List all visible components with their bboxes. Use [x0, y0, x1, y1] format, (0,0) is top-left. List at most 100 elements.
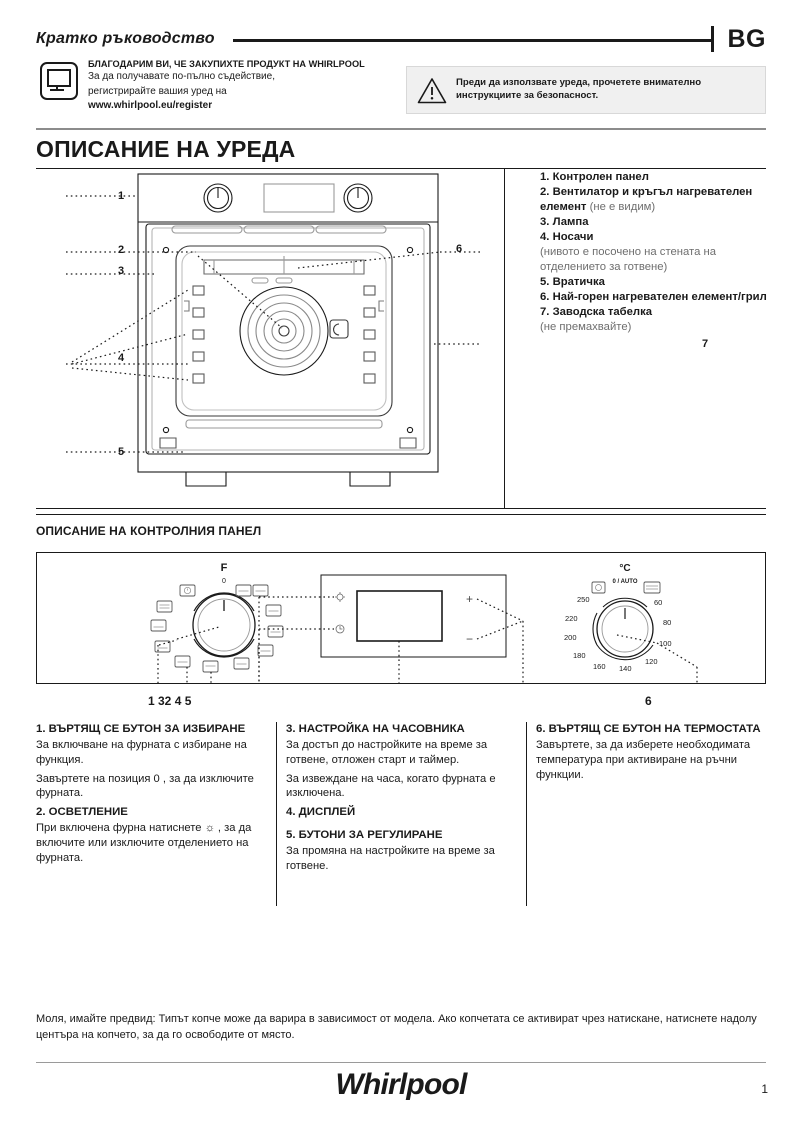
- minus-button-label: −: [466, 632, 473, 646]
- tick-160: 160: [593, 662, 606, 671]
- control-panel-diagram: F 0: [36, 552, 766, 684]
- plus-button-label: +: [466, 592, 473, 606]
- description-column-1: 1. ВЪРТЯЩ СЕ БУТОН ЗА ИЗБИРАНЕ За включв…: [36, 722, 268, 870]
- appliance-section-rule: [36, 128, 766, 130]
- svg-text:F: F: [221, 562, 228, 574]
- callout-6: 6: [456, 243, 463, 255]
- legend-item-3: 3. Лампа: [540, 215, 772, 230]
- appliance-legend: 1. Контролен панел 2. Вентилатор и кръгъ…: [540, 170, 772, 335]
- legend-note-4: (нивото е посочено на стената на отделен…: [540, 246, 717, 274]
- tick-100: 100: [659, 639, 672, 648]
- legend-num-2: 2.: [540, 186, 550, 199]
- desc-3-heading: 3. НАСТРОЙКА НА ЧАСОВНИКА: [286, 723, 465, 735]
- control-panel-section-title: ОПИСАНИЕ НА КОНТРОЛНИЯ ПАНЕЛ: [36, 524, 262, 538]
- column-divider-2: [526, 722, 527, 906]
- lamp-icon: [335, 592, 345, 602]
- desc-6-body-1: Завъртете, за да изберете необходимата т…: [536, 739, 751, 781]
- tick-140: 140: [619, 664, 632, 673]
- tick-60: 60: [654, 598, 662, 607]
- thermostat-knob: °C 0 / AUTO 250: [564, 563, 698, 683]
- appliance-section-title: ОПИСАНИЕ НА УРЕДА: [36, 136, 296, 162]
- desc-5-heading: 5. БУТОНИ ЗА РЕГУЛИРАНЕ: [286, 829, 443, 842]
- desc-2-heading: 2. ОСВЕТЛЕНИЕ: [36, 806, 128, 819]
- header-rule: [232, 38, 711, 42]
- language-code: BG: [727, 24, 766, 53]
- desc-2-body-1: При включена фурна натиснете ☼ , за да в…: [36, 822, 252, 864]
- tick-80: 80: [663, 618, 671, 627]
- legend-label-7: Заводска табелка: [552, 306, 653, 319]
- legend-note-2: (не е видим): [586, 201, 656, 214]
- description-column-2: 3. НАСТРОЙКА НА ЧАСОВНИКА За достъп до н…: [286, 722, 522, 878]
- footer-note: Моля, имайте предвид: Типът копче може д…: [36, 1013, 757, 1041]
- register-url[interactable]: www.whirlpool.eu/register: [88, 100, 213, 112]
- diagram-legend-divider: [504, 168, 505, 508]
- legend-label-1: Контролен панел: [552, 171, 649, 183]
- diagram-bottom-rule: [36, 508, 766, 509]
- thank-you-line3: регистрирайте вашия уред на: [88, 85, 227, 97]
- legend-num-3: 3.: [540, 216, 550, 229]
- description-columns: 1. ВЪРТЯЩ СЕ БУТОН ЗА ИЗБИРАНЕ За включв…: [36, 722, 766, 912]
- footer-rule: [36, 1062, 766, 1063]
- tick-120: 120: [645, 657, 658, 666]
- legend-item-7: 7. Заводска табелка: [540, 305, 772, 320]
- tick-250: 250: [577, 595, 590, 604]
- callout-4: 4: [118, 352, 125, 364]
- callout-5: 5: [118, 446, 125, 458]
- display-screen: [356, 590, 443, 642]
- page-number: 1: [761, 1082, 768, 1096]
- legend-num-6: 6.: [540, 291, 550, 304]
- legend-item-5: 5. Вратичка: [540, 275, 772, 290]
- control-panel-drawing: F 0: [150, 562, 698, 683]
- clock-icon: [591, 581, 606, 594]
- legend-label-5: Вратичка: [552, 276, 605, 289]
- safety-notice-text: Преди да използвате уреда, прочетете вни…: [456, 77, 701, 103]
- page-title: Кратко ръководство: [36, 30, 215, 47]
- desc-3-body-2: За извеждане на часа, когато фурната е и…: [286, 772, 496, 800]
- desc-3-body-1: За достъп до настройките на време за гот…: [286, 739, 488, 766]
- legend-item-4: 4. Носачи: [540, 230, 772, 245]
- legend-num-5: 5.: [540, 276, 550, 289]
- legend-item-1: 1. Контролен панел: [540, 170, 772, 185]
- control-panel-right-number: 6: [645, 694, 652, 708]
- warning-triangle-icon: [417, 77, 447, 103]
- clock-icon: [335, 624, 345, 634]
- desc-6-heading: 6. ВЪРТЯЩ СЕ БУТОН НА ТЕРМОСТАТА: [536, 723, 761, 735]
- column-divider-1: [276, 722, 277, 906]
- header-end-tick: [710, 26, 714, 52]
- callout-2: 2: [118, 244, 125, 256]
- safety-notice: Преди да използвате уреда, прочетете вни…: [406, 66, 766, 114]
- svg-text:0: 0: [222, 578, 226, 585]
- tick-200: 200: [564, 633, 577, 642]
- oven-drawing: [66, 173, 482, 487]
- function-selector-knob: F 0: [150, 562, 284, 683]
- desc-1-body-1: За включване на фурната с избиране на фу…: [36, 739, 247, 766]
- callout-3: 3: [118, 265, 125, 277]
- control-panel-left-numbers: 1 32 4 5: [148, 694, 192, 708]
- legend-num-4: 4.: [540, 231, 550, 244]
- thank-you-heading: БЛАГОДАРИМ ВИ, ЧЕ ЗАКУПИХТЕ ПРОДУКТ НА W…: [88, 59, 365, 69]
- legend-label-2: Вентилатор и кръгъл нагревателен елемент: [540, 186, 753, 214]
- diagram-top-rule: [36, 168, 766, 169]
- thank-you-text: БЛАГОДАРИМ ВИ, ЧЕ ЗАКУПИХТЕ ПРОДУКТ НА W…: [88, 58, 365, 114]
- description-column-3: 6. ВЪРТЯЩ СЕ БУТОН НА ТЕРМОСТАТА Завърте…: [536, 722, 766, 786]
- desc-4-heading: 4. ДИСПЛЕЙ: [286, 806, 356, 819]
- legend-item-2: 2. Вентилатор и кръгъл нагревателен елем…: [540, 185, 772, 215]
- callout-7: 7: [702, 338, 709, 350]
- legend-label-6: Най-горен нагревателен елемент/грил: [552, 291, 767, 304]
- page-header: Кратко ръководство BG: [36, 22, 766, 56]
- legend-item-6: 6. Най-горен нагревателен елемент/грил: [540, 290, 772, 305]
- tick-220: 220: [565, 614, 578, 623]
- display-group: + −: [258, 574, 524, 683]
- whirlpool-logo: Whirlpool: [335, 1068, 467, 1101]
- svg-text:°C: °C: [619, 563, 630, 574]
- legend-label-4: Носачи: [552, 231, 594, 244]
- legend-note-7: (не премахвайте): [540, 321, 632, 334]
- legend-num-7: 7.: [540, 306, 550, 319]
- thank-you-block: БЛАГОДАРИМ ВИ, ЧЕ ЗАКУПИХТЕ ПРОДУКТ НА W…: [40, 58, 390, 114]
- desc-1-heading: 1. ВЪРТЯЩ СЕ БУТОН ЗА ИЗБИРАНЕ: [36, 723, 246, 735]
- svg-text:0 / AUTO: 0 / AUTO: [612, 579, 637, 585]
- desc-5-body-1: За промяна на настройките на време за го…: [286, 845, 495, 873]
- legend-label-3: Лампа: [552, 216, 589, 229]
- tick-180: 180: [573, 651, 586, 660]
